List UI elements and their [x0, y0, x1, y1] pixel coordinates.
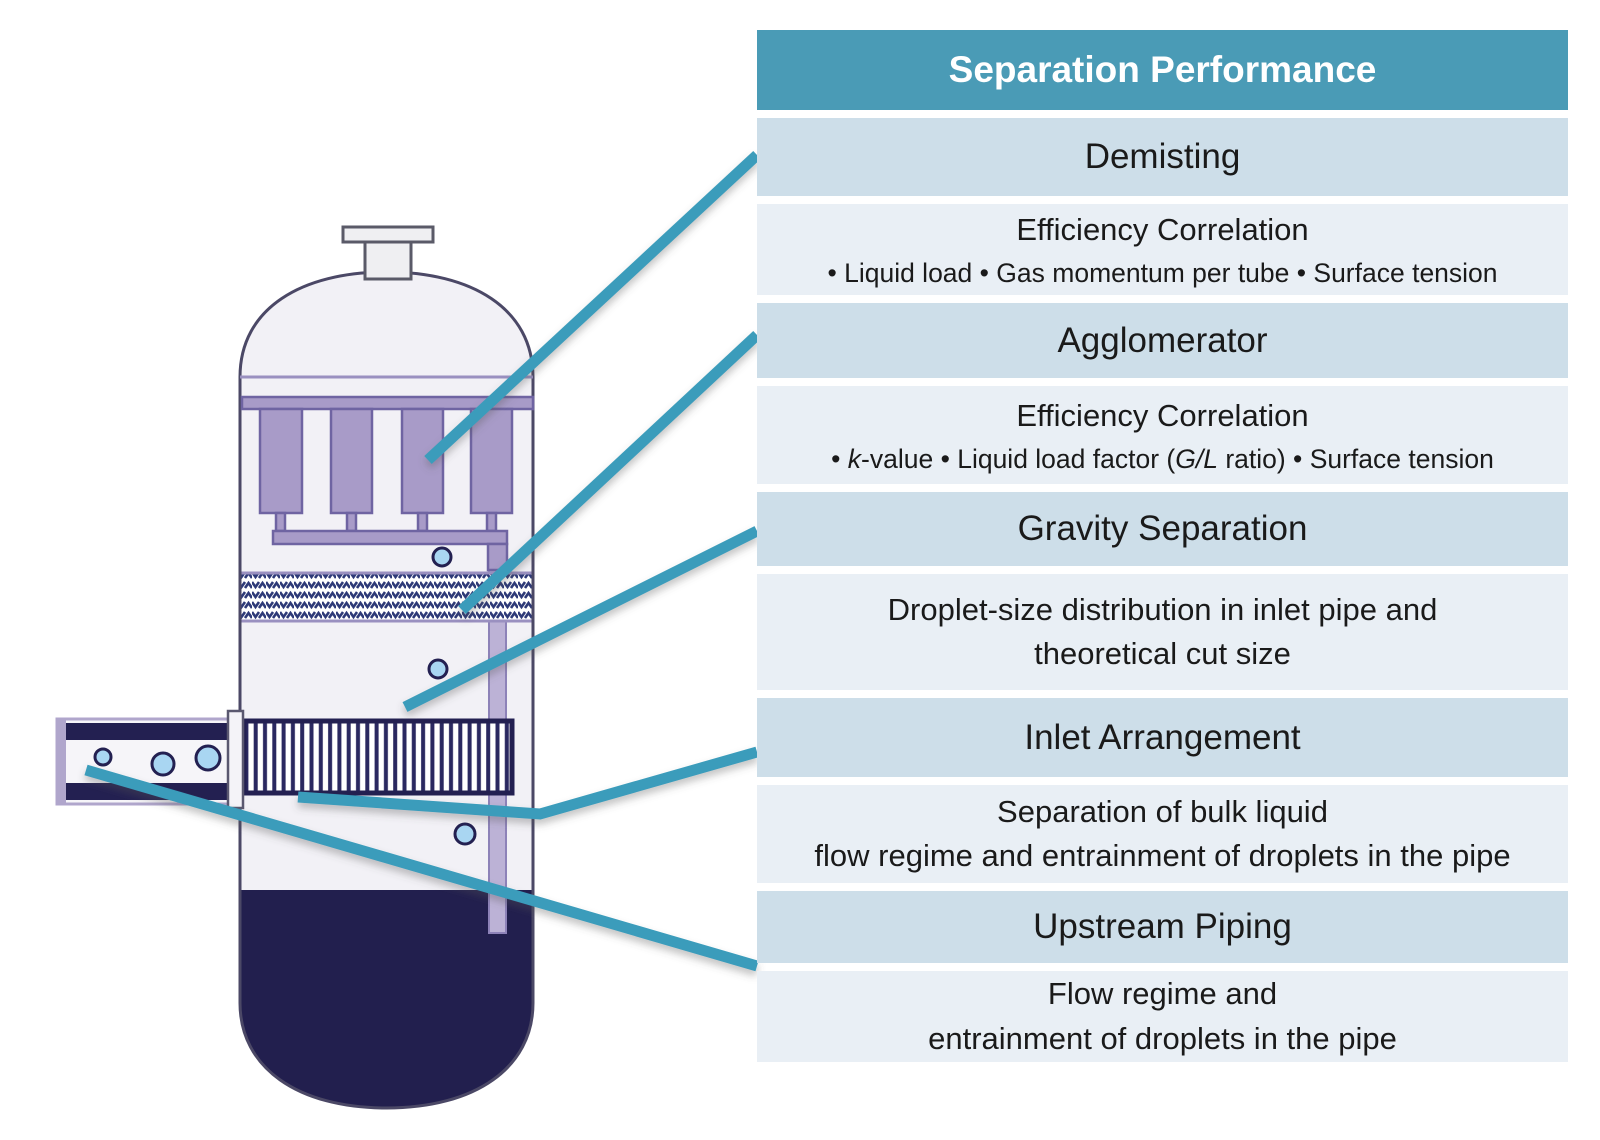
droplet-icon — [93, 747, 113, 767]
vane-inlet-device — [241, 718, 515, 796]
row-inlet-arrangement: Inlet Arrangement — [757, 698, 1568, 777]
pipe-droplets — [93, 744, 222, 777]
demister-header-bar — [240, 395, 535, 411]
agglomerator-bed — [240, 571, 533, 623]
connector-lines — [84, 150, 761, 972]
demister-candle — [329, 407, 374, 515]
table-title: Separation Performance — [948, 49, 1377, 90]
demister-candle — [258, 407, 304, 515]
demister-candles — [240, 395, 535, 572]
detail-title: Efficiency Correlation — [1016, 212, 1309, 248]
row-agglomerator: Agglomerator — [757, 303, 1568, 378]
top-nozzle — [341, 225, 435, 281]
connector-agglomerator — [458, 330, 761, 615]
vessel-droplets — [427, 546, 477, 846]
row-gravity-separation: Gravity Separation — [757, 492, 1568, 566]
droplet-icon — [431, 546, 453, 568]
drain-header — [271, 529, 509, 546]
connector-inlet-arrangement — [297, 746, 759, 820]
row-agglomerator-detail: Efficiency Correlation • k-value • Liqui… — [757, 386, 1568, 484]
droplet-icon — [150, 751, 176, 777]
candle-stem — [274, 511, 287, 533]
droplet-icon — [194, 744, 222, 772]
row-demisting: Demisting — [757, 118, 1568, 196]
droplet-icon — [427, 658, 449, 680]
detail-bullets: • Liquid load • Gas momentum per tube • … — [827, 258, 1498, 289]
row-inlet-detail: Separation of bulk liquid flow regime an… — [757, 785, 1568, 883]
detail-bullets: • k-value • Liquid load factor (G/L rati… — [831, 443, 1494, 474]
demister-candle — [400, 407, 445, 515]
liquid-level — [240, 890, 533, 1108]
droplet-icon — [453, 822, 477, 846]
candle-stem — [345, 511, 358, 533]
candle-stem — [485, 511, 498, 533]
candle-stem — [416, 511, 429, 533]
demister-candle — [469, 407, 514, 515]
detail-title: Efficiency Correlation — [1016, 397, 1309, 433]
row-demisting-detail: Efficiency Correlation • Liquid load • G… — [757, 204, 1568, 295]
inlet-flange — [226, 709, 245, 810]
connector-demisting — [424, 150, 761, 465]
table-header: Separation Performance — [757, 30, 1568, 110]
row-gravity-detail: Droplet-size distribution in inlet pipe … — [757, 574, 1568, 690]
connector-upstream-piping — [84, 764, 759, 972]
connector-gravity-separation — [402, 526, 760, 712]
row-upstream-detail: Flow regime and entrainment of droplets … — [757, 971, 1568, 1062]
separation-performance-table: Separation Performance Demisting Efficie… — [757, 30, 1568, 1070]
row-upstream-piping: Upstream Piping — [757, 891, 1568, 963]
